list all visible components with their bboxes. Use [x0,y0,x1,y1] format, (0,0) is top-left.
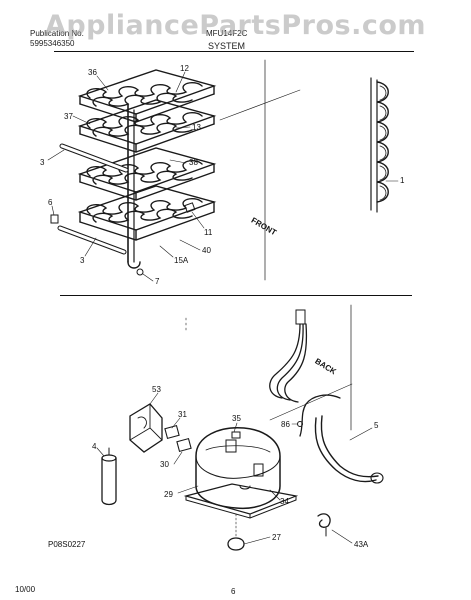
callout-11: 11 [204,228,213,237]
evaporator-shelf-1 [77,69,217,123]
callout-43a: 43A [354,540,369,549]
header-rule [54,51,414,52]
evaporator-shelf-3 [77,147,217,201]
publication-label: Publication No. [30,29,84,38]
site-watermark: AppliancePartsPros.com [44,10,427,41]
callout-29: 29 [164,490,173,499]
callout-12: 12 [180,64,189,73]
callout-5: 5 [374,421,379,430]
evaporator-shelf-2 [77,99,217,153]
capacitor [101,447,117,506]
callout-38: 38 [189,158,198,167]
callout-35: 35 [232,414,241,423]
callout-40: 40 [202,246,211,255]
callout-7: 7 [155,277,160,286]
callout-31: 31 [178,410,187,419]
relay-cover [129,403,163,453]
evaporator-shelf-4 [77,185,217,241]
figure-code: P08S0227 [48,540,86,549]
shelf-tube-lower [57,225,127,255]
page-number: 6 [231,587,236,596]
section-title: SYSTEM [208,41,246,51]
callout-3b: 3 [80,256,85,265]
footer-date: 10/00 [15,585,36,594]
model-number: MFU14F2C [206,29,248,38]
shelf-tube-upper [59,143,129,173]
section-divider [60,295,412,296]
callout-30: 30 [160,460,169,469]
grommet-foot [227,513,245,551]
refrigerant-tubing [269,309,379,483]
compressor [183,427,299,519]
callout-1: 1 [400,176,405,185]
callout-3a: 3 [40,158,45,167]
condenser-coil-side [370,77,389,213]
callout-6: 6 [48,198,53,207]
callout-34: 34 [280,497,289,506]
callout-13: 13 [192,123,201,132]
callout-36: 36 [88,68,97,77]
publication-number: 5995346350 [30,39,75,48]
callout-86: 86 [281,420,290,429]
callout-15a: 15A [174,256,189,265]
callout-53: 53 [152,385,161,394]
callout-4: 4 [92,442,97,451]
callout-37: 37 [64,112,73,121]
callout-27: 27 [272,533,281,542]
